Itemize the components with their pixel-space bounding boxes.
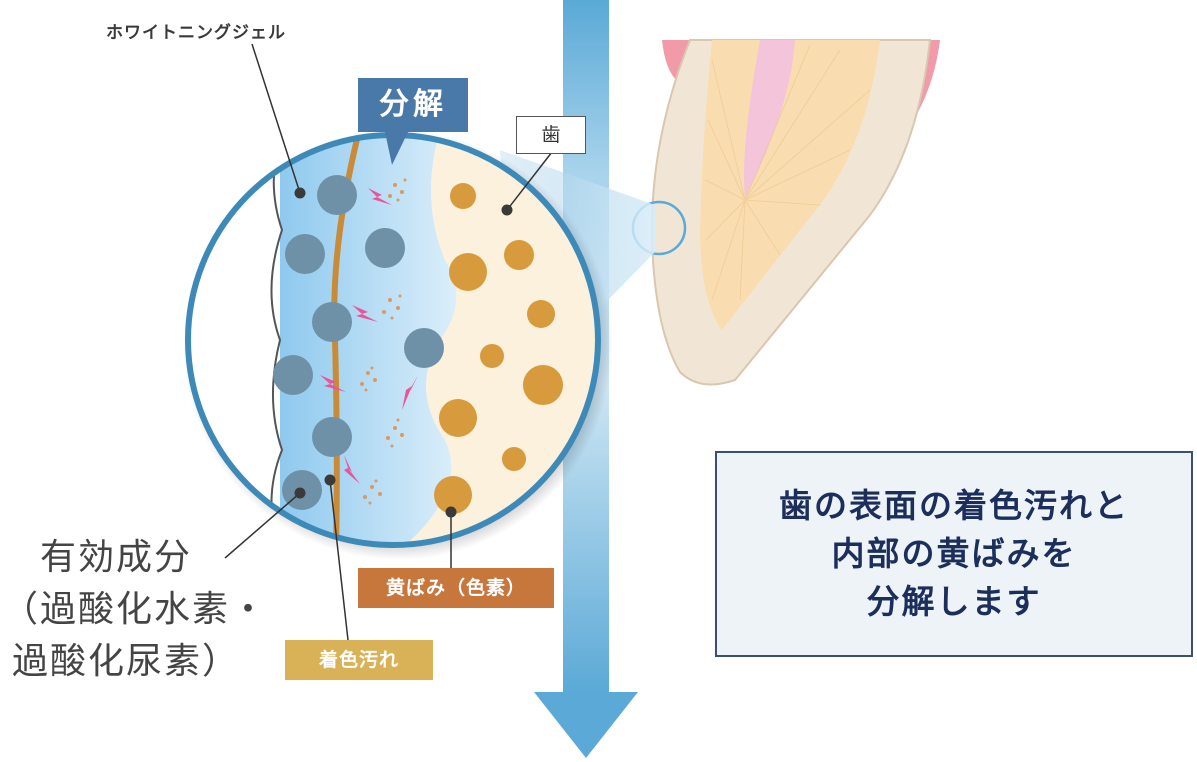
tooth-tag: 歯 [516,116,586,154]
stain-tag: 着色汚れ [285,640,433,680]
info-line-3: 分解します [866,582,1042,621]
leader-lines [224,43,553,641]
decompose-tag: 分解 [358,78,468,132]
decompose-pointer [385,132,408,165]
yellowing-tag: 黄ばみ（色素） [358,568,554,608]
leader-dots [294,187,513,518]
active-ingredient-line2: （過酸化水素・ [2,589,269,630]
info-box: 歯の表面の着色汚れと 内部の黄ばみを 分解します [715,451,1193,657]
tooth-illustration [631,39,940,386]
active-ingredient-line3: 過酸化尿素） [12,641,241,682]
active-ingredient-title: 有効成分 [40,537,193,578]
pigment-particles [434,183,563,514]
info-line-2: 内部の黄ばみを [831,534,1077,573]
gel-particles [273,175,444,510]
decomposition-sparks [320,178,418,505]
info-line-1: 歯の表面の着色汚れと [779,486,1129,525]
gel-label: ホワイトニングジェル [106,23,286,43]
